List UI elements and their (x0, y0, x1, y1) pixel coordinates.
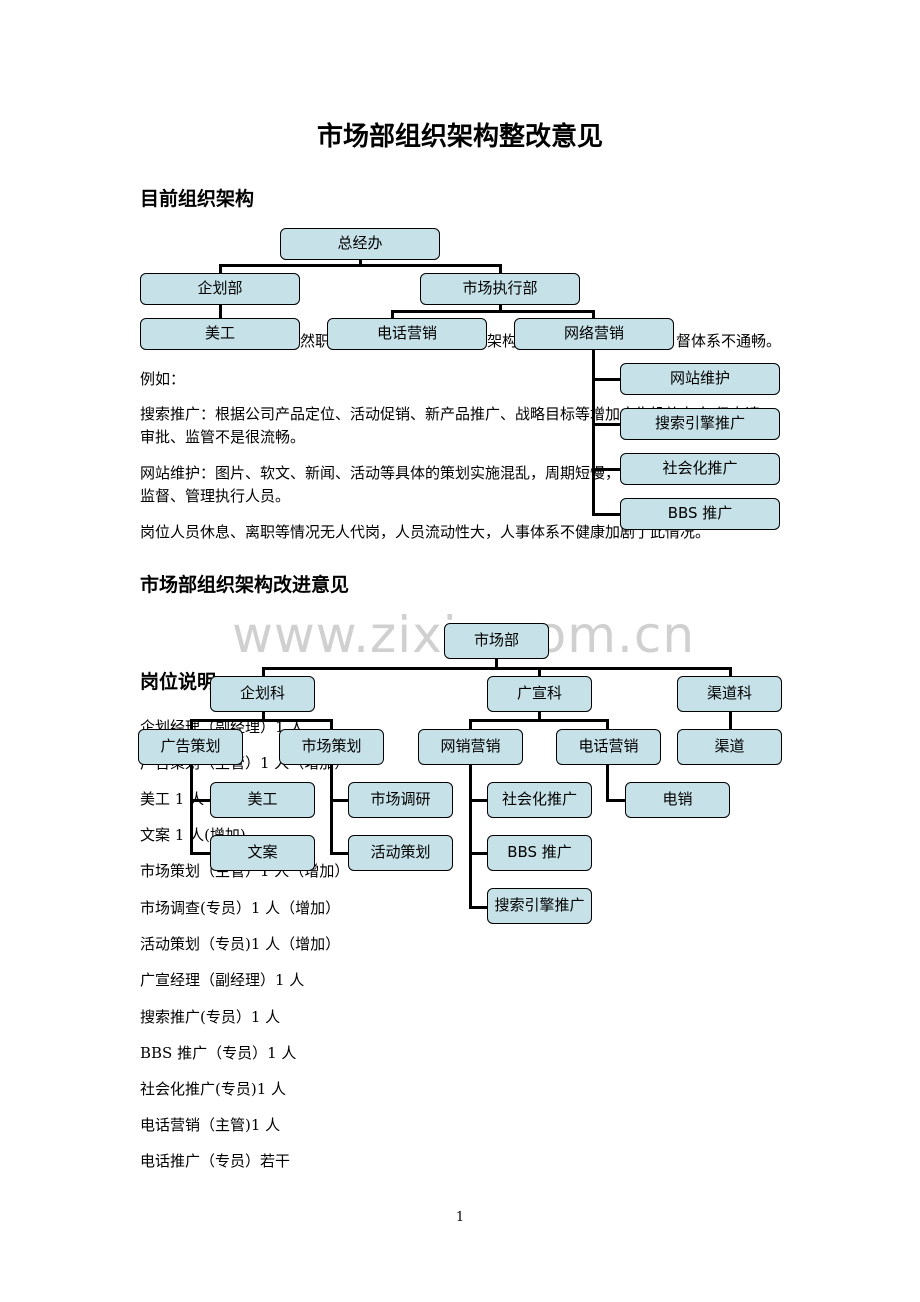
page-title: 市场部组织架构整改意见 (316, 122, 603, 152)
node-channel: 渠道 (677, 729, 782, 765)
node-art: 美工 (140, 318, 300, 350)
node-telesales: 电销 (625, 782, 730, 818)
position-item: 电话推广（专员）若干 (140, 1152, 291, 1170)
page-number: 1 (455, 1210, 465, 1225)
node-phone-sales: 电话营销 (556, 729, 661, 765)
node-social-promo: 社会化推广 (620, 453, 780, 485)
text-fragment: 然职 (300, 332, 331, 350)
text-fragment: 架构 (487, 332, 518, 350)
position-item: 美工 1 人 (140, 790, 205, 808)
node-planning-section: 企划科 (210, 676, 315, 712)
paragraph-staff: 岗位人员休息、离职等情况无人代岗，人员流动性大，人事体系不健康加剧了此情况。 (140, 523, 711, 541)
node-advertising-section: 广宣科 (487, 676, 592, 712)
node-social-promo-2: 社会化推广 (487, 782, 592, 818)
section-heading-positions: 岗位说明 (140, 671, 217, 693)
node-planning-dept: 企划部 (140, 273, 300, 305)
paragraph-example: 例如： (140, 370, 186, 388)
position-item: BBS 推广（专员）1 人 (140, 1044, 297, 1062)
node-marketing-exec-dept: 市场执行部 (420, 273, 580, 305)
node-search-engine-promo: 搜索引擎推广 (620, 408, 780, 440)
node-ad-planning: 广告策划 (138, 729, 243, 765)
node-bbs-promo-2: BBS 推广 (487, 835, 592, 871)
node-copywriting: 文案 (210, 835, 315, 871)
node-market-planning: 市场策划 (279, 729, 384, 765)
node-online-marketing: 网络营销 (514, 318, 674, 350)
position-item: 搜索推广(专员）1 人 (140, 1008, 281, 1026)
position-item: 市场调查(专员）1 人（增加） (140, 899, 341, 917)
node-event-planning: 活动策划 (348, 835, 453, 871)
node-channel-section: 渠道科 (677, 676, 782, 712)
node-phone-marketing: 电话营销 (327, 318, 487, 350)
position-item: 广宣经理（副经理）1 人 (140, 971, 305, 989)
position-item: 社会化推广(专员)1 人 (140, 1080, 287, 1098)
section-heading-current: 目前组织架构 (140, 188, 255, 210)
position-item: 活动策划（专员)1 人（增加） (140, 935, 341, 953)
node-bbs-promo: BBS 推广 (620, 498, 780, 530)
node-general-office: 总经办 (280, 228, 440, 260)
node-market-research: 市场调研 (348, 782, 453, 818)
node-art-design: 美工 (210, 782, 315, 818)
node-marketing-dept: 市场部 (444, 623, 549, 659)
paragraph-search: 搜索推广：根据公司产品定位、活动促销、新产品推广、战略目标等增加广告投放力度,但… (140, 405, 775, 446)
node-website-maintenance: 网站维护 (620, 363, 780, 395)
node-online-sales: 网销营销 (418, 729, 523, 765)
text-fragment: 督体系不通畅。 (676, 332, 782, 350)
node-search-engine-promo-2: 搜索引擎推广 (487, 888, 592, 924)
position-item: 电话营销（主管)1 人 (140, 1116, 281, 1134)
section-heading-improve: 市场部组织架构改进意见 (140, 574, 350, 596)
